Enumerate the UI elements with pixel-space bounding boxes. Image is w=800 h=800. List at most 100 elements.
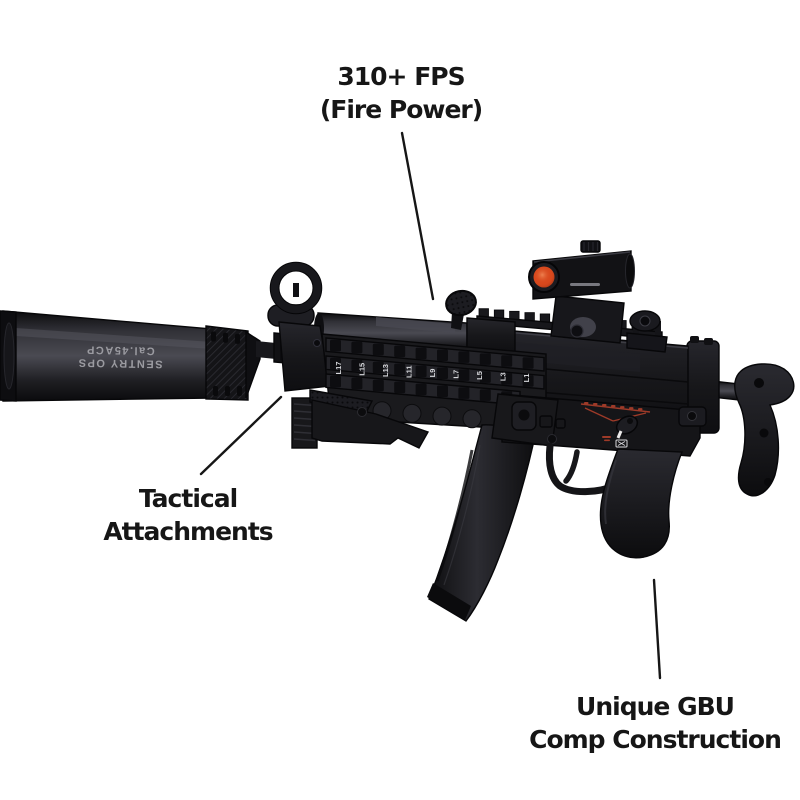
selector-diagonal	[584, 407, 614, 422]
foregrip-ridge	[293, 438, 316, 442]
selector-bullet-icon	[629, 407, 634, 410]
rail-slot	[458, 351, 470, 363]
rail-slot	[330, 357, 341, 370]
selector-bullet-icon	[638, 408, 643, 411]
rear-sight	[626, 310, 668, 353]
rail-slot	[372, 343, 384, 356]
rail-slot	[394, 381, 406, 394]
mag-paddle-lever	[555, 418, 566, 429]
callout-fire-power-line2: (Fire Power)	[319, 95, 483, 124]
barrel	[256, 341, 276, 359]
red-dot-print	[570, 283, 600, 286]
bolt-channel	[376, 317, 455, 333]
callout-fire-power: 310+ FPS (Fire Power)	[276, 60, 526, 126]
red-dot-turret-knob	[580, 240, 601, 253]
grip-body	[599, 448, 684, 559]
callout-construction: Unique GBU Comp Construction	[515, 690, 795, 756]
pistol-grip	[599, 448, 684, 559]
suppressor-highlight	[16, 328, 212, 349]
stock-hole-mid	[759, 428, 769, 438]
knurl-slot	[235, 333, 240, 344]
selector-red-mark	[602, 436, 611, 438]
rail-slot-label: L13	[381, 364, 390, 377]
callout-construction-line2: Comp Construction	[529, 725, 782, 754]
selector-bullet-icon	[611, 405, 616, 408]
rear-sight-base	[626, 332, 668, 353]
red-dot-top-highlight	[533, 251, 631, 263]
charging-handle-knob	[445, 289, 477, 317]
rail-slot-label: L11	[405, 365, 414, 378]
mag-paddle-lever	[539, 415, 553, 428]
engraving-line1: SENTRY OPS	[77, 356, 162, 369]
fps-callout-line	[400, 131, 435, 301]
foregrip-body	[311, 399, 430, 449]
rail-slot-label: L3	[499, 372, 508, 381]
stock-hole-bottom	[764, 478, 772, 486]
stock-hole-top	[754, 378, 764, 388]
rail-slot	[351, 377, 363, 390]
rail-slot	[437, 367, 448, 379]
front-sight-screw	[313, 339, 321, 347]
trigger-guard	[545, 442, 618, 496]
rail-slot-label: L15	[358, 363, 367, 376]
knurl-slot	[237, 386, 242, 396]
suppressor: SENTRY OPS Cal.45ACP	[0, 310, 299, 402]
rear-sight-post	[655, 321, 661, 338]
rail-slot	[415, 383, 427, 396]
proof-mark-box	[615, 439, 628, 448]
rail-slot	[351, 359, 363, 372]
trigger	[563, 449, 580, 484]
front-sight	[267, 261, 331, 392]
selector-bullet-row	[580, 403, 651, 413]
handguard-scallop	[402, 403, 422, 423]
rail-slot	[458, 369, 470, 381]
red-dot-eyepiece	[625, 253, 635, 289]
selector-bullet-icon	[602, 404, 607, 407]
rail-slot	[394, 345, 406, 358]
suppressor-end-bore	[3, 322, 15, 390]
lower-receiver	[491, 393, 707, 457]
rail-slot-label: L17	[334, 362, 343, 375]
receiver-pin	[547, 434, 557, 444]
rail-slot	[394, 363, 406, 376]
knurl-slot	[223, 332, 228, 343]
front-sight-hood-outer	[269, 261, 323, 315]
construction-callout-line	[652, 578, 662, 680]
rear-sling-hole	[687, 411, 697, 421]
selector-bullet-icon	[593, 402, 598, 406]
engraving-line2: Cal.45ACP	[85, 343, 154, 356]
selector-red-mark	[604, 439, 610, 442]
rail-slot	[437, 385, 448, 397]
trigger-group	[545, 442, 618, 496]
charging-handle-stem	[451, 312, 464, 330]
rail-slot	[522, 357, 534, 369]
callout-tactical-line2: Attachments	[103, 517, 273, 546]
handguard-scallop	[462, 409, 482, 429]
receiver-side-panel	[516, 342, 640, 372]
rail-slot	[437, 349, 448, 361]
angled-foregrip	[291, 389, 430, 449]
red-dot-sight	[528, 240, 635, 344]
callout-tactical-line1: Tactical	[138, 484, 238, 513]
rail-slot	[372, 361, 384, 374]
rail-slot	[458, 387, 470, 399]
foregrip-screw	[357, 407, 367, 417]
rail-slot	[479, 389, 491, 401]
proof-mark-x	[617, 441, 626, 446]
rail-slot	[330, 375, 341, 388]
magazine-baseplate	[427, 583, 471, 620]
suppressor-engraving: SENTRY OPS Cal.45ACP	[77, 343, 162, 369]
grip-front-highlight	[604, 459, 617, 525]
red-dot-mount-screw	[570, 324, 584, 338]
front-sight-post	[293, 283, 299, 297]
rail-slot	[330, 339, 341, 352]
suppressor-knurl-ring	[205, 325, 249, 401]
knurl-slot	[213, 386, 218, 396]
knurl-slot	[211, 331, 216, 342]
magazine-rib	[435, 449, 474, 582]
rail-slot	[479, 353, 491, 365]
handguard-scallop	[432, 406, 452, 426]
rail-slot-label: L5	[475, 371, 484, 380]
mag-release-hole	[518, 409, 530, 421]
